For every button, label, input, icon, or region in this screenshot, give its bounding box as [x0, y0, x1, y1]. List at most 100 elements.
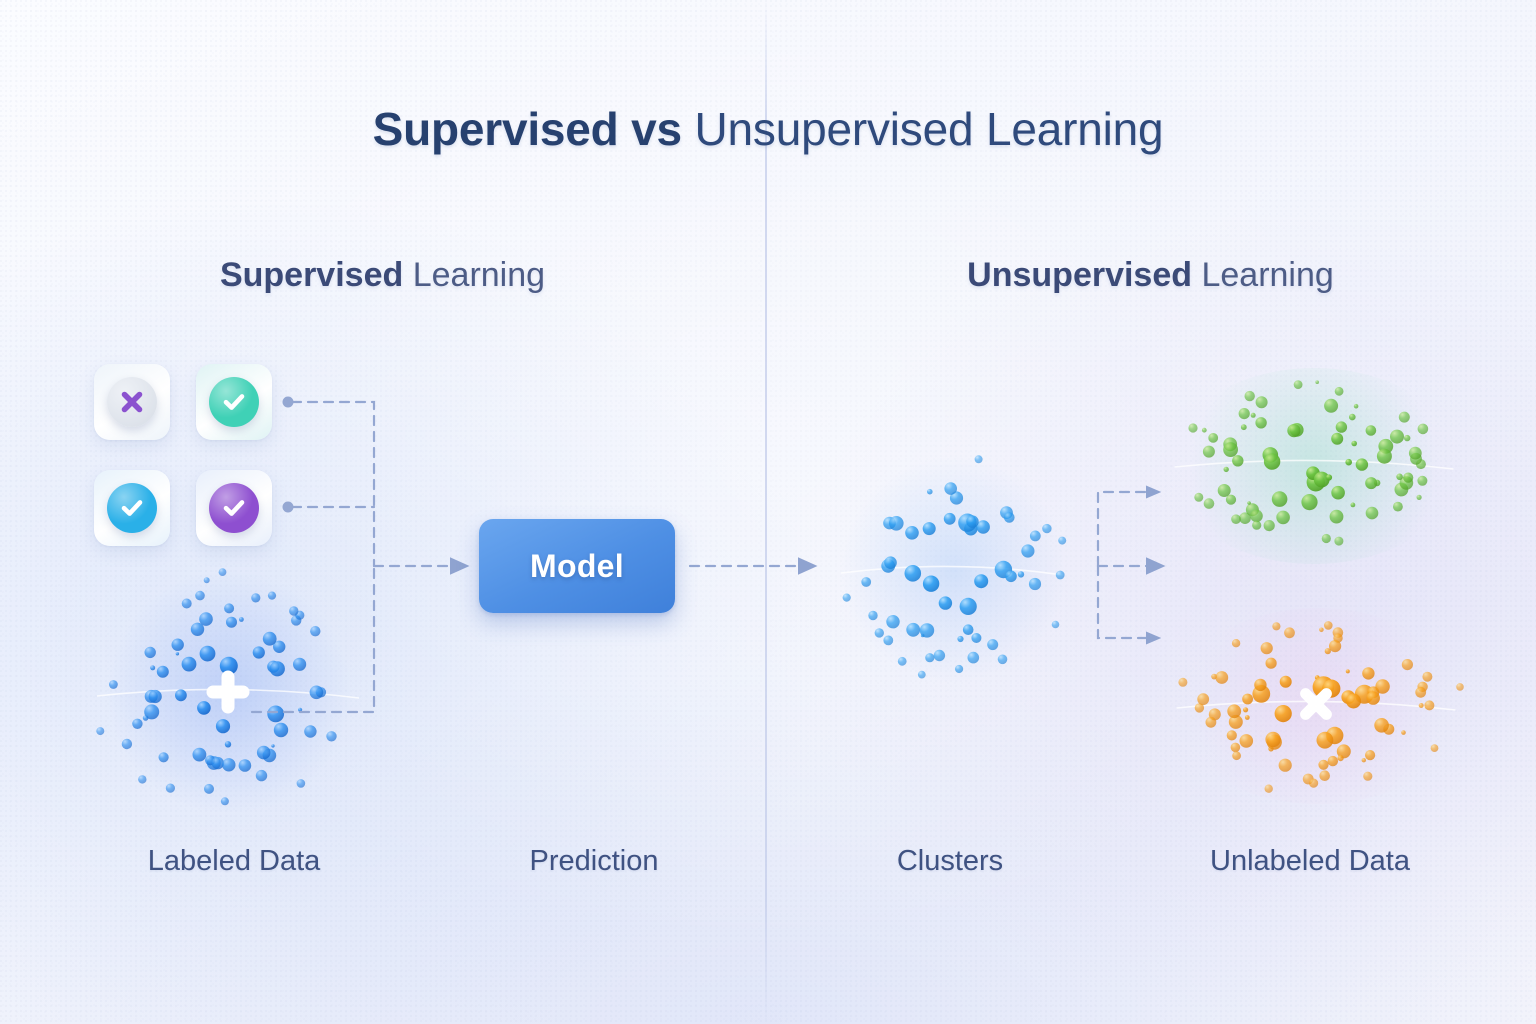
data-point — [925, 653, 935, 663]
data-point — [971, 633, 982, 643]
data-point — [269, 661, 285, 677]
data-point — [906, 622, 921, 637]
data-point — [289, 606, 299, 616]
data-point — [1430, 744, 1439, 752]
model-box[interactable]: Model — [479, 519, 675, 613]
data-point — [1279, 675, 1292, 688]
data-point — [883, 635, 894, 646]
data-point — [1361, 758, 1366, 763]
data-point — [252, 646, 265, 659]
data-point — [238, 759, 252, 772]
model-label: Model — [530, 547, 624, 584]
data-point — [1243, 707, 1249, 713]
data-point — [273, 722, 289, 738]
data-point — [1178, 677, 1188, 687]
plus-marker — [206, 670, 250, 714]
data-point — [905, 526, 919, 540]
data-point — [195, 590, 205, 601]
data-point — [884, 556, 897, 569]
label-card-cross[interactable] — [94, 364, 170, 440]
data-point — [1255, 396, 1268, 409]
data-point — [267, 705, 285, 723]
data-point — [304, 725, 317, 738]
data-point — [927, 488, 933, 495]
left-panel-heading-light: Learning — [403, 256, 546, 294]
data-point — [1263, 453, 1281, 470]
check-label-blue-badge — [107, 483, 157, 533]
data-point — [967, 651, 980, 664]
data-point — [1365, 750, 1376, 761]
data-point — [1232, 751, 1241, 761]
data-point — [1301, 494, 1318, 511]
data-point — [156, 665, 169, 678]
data-point — [1260, 642, 1273, 655]
data-point — [1274, 705, 1292, 723]
data-point — [1408, 446, 1422, 460]
data-point — [1349, 413, 1356, 421]
data-point — [1325, 474, 1333, 481]
label-card-check-purple[interactable] — [196, 470, 272, 546]
data-point — [1231, 514, 1241, 524]
data-point — [1278, 758, 1292, 772]
label-card-check-blue[interactable] — [94, 470, 170, 546]
data-point — [1255, 417, 1267, 429]
data-point — [1363, 771, 1373, 781]
data-point — [976, 520, 990, 534]
data-point — [1336, 744, 1351, 759]
data-point — [1321, 533, 1331, 544]
data-point — [1335, 421, 1348, 433]
data-point — [144, 704, 160, 720]
data-point — [1401, 730, 1406, 735]
data-point — [271, 744, 275, 748]
data-point — [1004, 512, 1015, 523]
data-point — [874, 628, 884, 638]
data-point — [132, 718, 143, 729]
data-point — [1228, 714, 1243, 729]
data-point — [955, 664, 964, 674]
data-point — [1205, 716, 1217, 728]
data-point — [96, 727, 105, 736]
connector-dot-1 — [282, 396, 294, 408]
orange-cluster — [1176, 621, 1464, 793]
data-point — [310, 626, 321, 637]
data-point — [938, 596, 953, 610]
data-point — [1029, 530, 1041, 542]
data-point — [1331, 432, 1344, 445]
data-point — [256, 745, 271, 760]
data-point — [1313, 471, 1330, 488]
data-point — [197, 701, 211, 715]
caption-labeled-data: Labeled Data — [147, 845, 321, 877]
data-point — [949, 491, 964, 505]
data-point — [889, 516, 904, 531]
data-point — [1284, 627, 1295, 639]
data-point — [897, 656, 907, 666]
caption-prediction: Prediction — [529, 845, 659, 877]
data-point — [226, 616, 237, 628]
data-point — [158, 752, 169, 763]
data-point — [1329, 640, 1342, 653]
data-point — [1244, 715, 1250, 720]
data-point — [175, 689, 187, 702]
right-panel-heading-bold: Unsupervised — [967, 256, 1193, 294]
connector-dot-2 — [282, 501, 294, 513]
data-point — [1240, 424, 1247, 431]
data-point — [886, 615, 900, 629]
data-point — [326, 731, 337, 742]
data-point — [1230, 742, 1241, 753]
data-point — [109, 680, 118, 689]
data-point — [296, 779, 306, 788]
data-point — [219, 656, 238, 675]
data-point — [1250, 412, 1256, 418]
page-title: Supervised vs Unsupervised Learning — [0, 102, 1536, 156]
label-card-check-teal[interactable] — [196, 364, 272, 440]
data-point — [861, 577, 872, 587]
data-point — [1188, 423, 1198, 433]
data-point — [142, 715, 149, 721]
data-point — [1005, 570, 1017, 583]
data-point — [192, 747, 207, 762]
data-point — [959, 597, 977, 615]
data-point — [1244, 390, 1255, 402]
data-point — [974, 574, 989, 589]
data-point — [1337, 755, 1344, 762]
data-point — [917, 670, 926, 679]
